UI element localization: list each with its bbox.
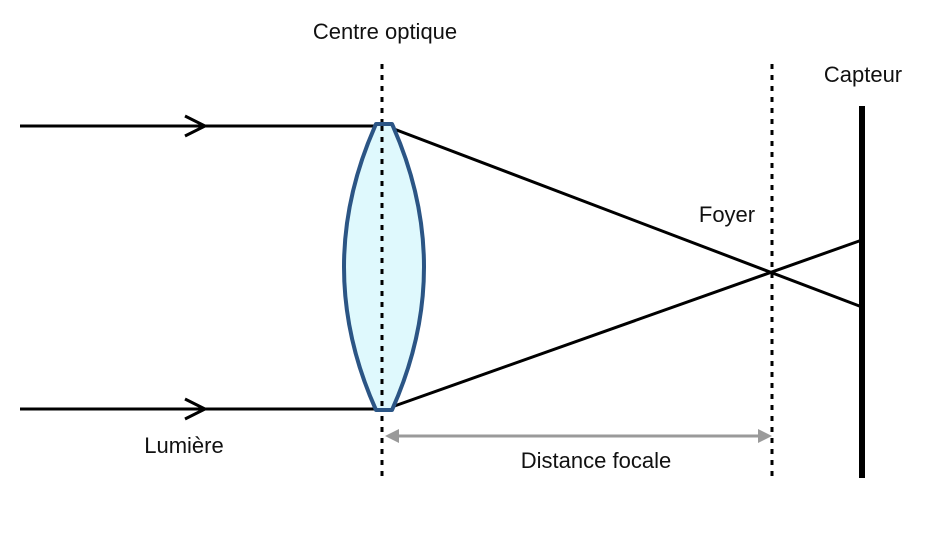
sensor-label: Capteur [824,62,902,87]
focal-length-label: Distance focale [521,448,671,473]
focus-label: Foyer [699,202,755,227]
refracted-ray-bottom [385,238,863,411]
converging-lens [342,122,426,412]
ray-arrow-bottom-icon [184,397,209,421]
refracted-ray-top [385,124,863,309]
optical-center-label: Centre optique [313,19,457,44]
focal-length-arrow-left-icon [385,429,399,443]
ray-arrow-top-icon [184,114,209,138]
focal-length-arrow-right-icon [758,429,772,443]
light-label: Lumière [144,433,223,458]
